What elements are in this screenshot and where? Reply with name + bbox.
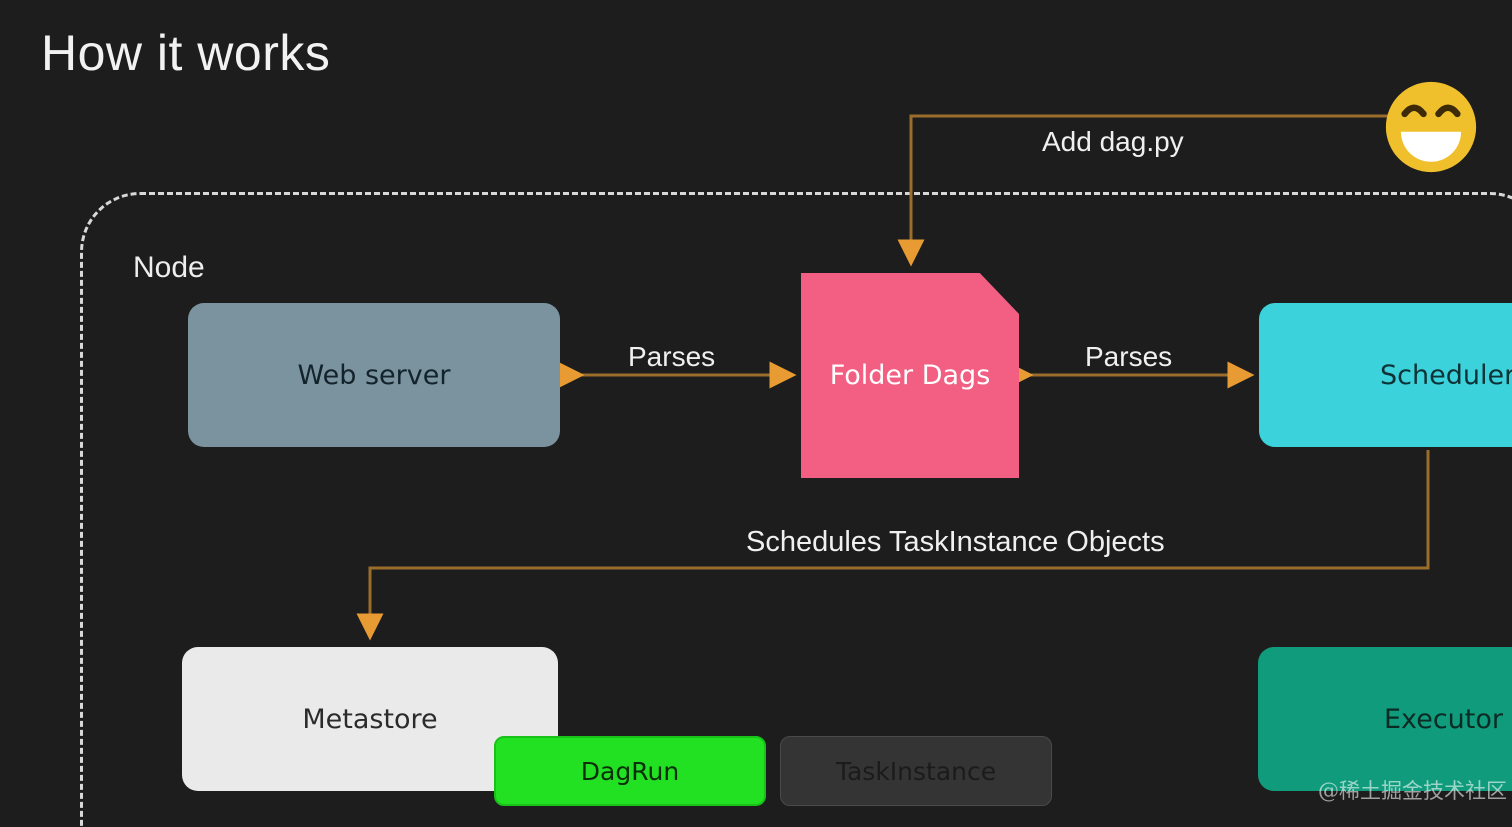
node-group-container bbox=[80, 192, 1512, 827]
node-metastore[interactable]: Metastore bbox=[182, 647, 558, 791]
node-group-label: Node bbox=[133, 251, 205, 284]
node-dagrun-label: DagRun bbox=[580, 756, 680, 786]
watermark: @稀土掘金技术社区 bbox=[1318, 779, 1507, 803]
node-folder-dags-label: Folder Dags bbox=[829, 360, 991, 391]
node-executor[interactable]: Executor bbox=[1258, 647, 1512, 791]
node-folder-dags[interactable]: Folder Dags bbox=[801, 273, 1019, 478]
node-executor-label: Executor bbox=[1384, 703, 1503, 735]
node-taskinstance-label: TaskInstance bbox=[835, 756, 997, 786]
node-dagrun[interactable]: DagRun bbox=[494, 736, 766, 806]
edge-label-parses-left: Parses bbox=[628, 341, 716, 372]
edge-label-add-dag: Add dag.py bbox=[1042, 126, 1184, 157]
node-metastore-label: Metastore bbox=[302, 703, 438, 735]
page-title: How it works bbox=[41, 25, 331, 81]
node-web-server-label: Web server bbox=[297, 359, 451, 391]
edge-label-schedules: Schedules TaskInstance Objects bbox=[746, 526, 1165, 558]
edge-label-parses-right: Parses bbox=[1085, 341, 1173, 372]
node-scheduler-label: Scheduler bbox=[1380, 359, 1512, 391]
node-web-server[interactable]: Web server bbox=[188, 303, 560, 447]
smiling-face-emoji bbox=[1385, 81, 1477, 173]
node-taskinstance[interactable]: TaskInstance bbox=[780, 736, 1052, 806]
node-scheduler[interactable]: Scheduler bbox=[1259, 303, 1512, 447]
